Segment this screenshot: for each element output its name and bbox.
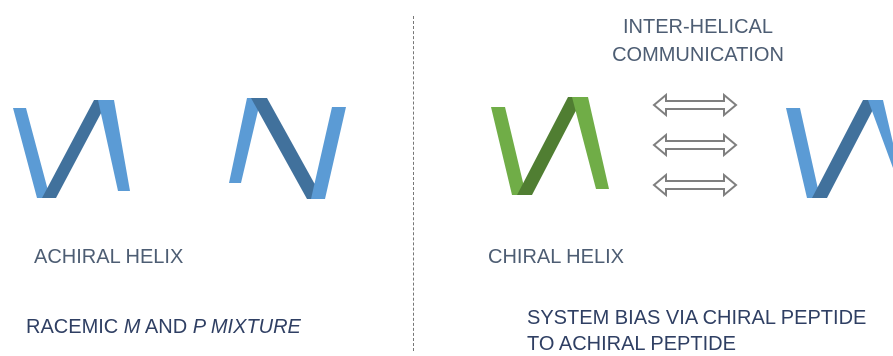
chiral-helix-front-strand [491,107,526,195]
mixture-m: M [123,316,141,338]
double-arrow-middle-icon [652,132,738,158]
chiral-helix-back-strand [517,97,583,195]
achiral-right-back-strand [812,100,878,198]
chiral-helix-icon [491,97,609,195]
communication-line2: COMMUNICATION [612,44,784,66]
achiral-helix-label: ACHIRAL HELIX [34,246,184,268]
helix-m-back-strand [42,100,108,198]
panel-divider [413,16,414,351]
communication-arrows [652,92,738,198]
double-arrow-bottom-icon [652,172,738,198]
racemic-mixture-label: RACEMIC M AND P MIXTURE [26,316,301,339]
helix-p-front-strand [229,98,261,183]
mixture-p: P [192,316,206,338]
helix-p-icon [229,98,346,199]
communication-line1: INTER-HELICAL [622,16,774,38]
double-arrow-top-icon [652,92,738,118]
achiral-right-front-strand-2 [868,100,893,168]
chiral-helix-label: CHIRAL HELIX [488,246,624,268]
achiral-right-front-strand [786,108,820,198]
mixture-and: AND [140,316,193,338]
achiral-helix-right-icon [786,100,893,198]
helix-m-front-strand-2 [98,100,130,191]
helix-p-back-strand [251,98,323,199]
bias-line2: TO ACHIRAL PEPTIDE [527,333,736,355]
mixture-prefix: RACEMIC [26,316,124,338]
helix-m-icon [13,100,130,198]
chiral-helix-front-strand-2 [572,97,609,189]
helix-p-front-strand-2 [311,107,346,199]
mixture-suffix: MIXTURE [205,316,301,338]
bias-line1: SYSTEM BIAS VIA CHIRAL PEPTIDE [527,307,867,329]
helix-m-front-strand [13,108,50,198]
